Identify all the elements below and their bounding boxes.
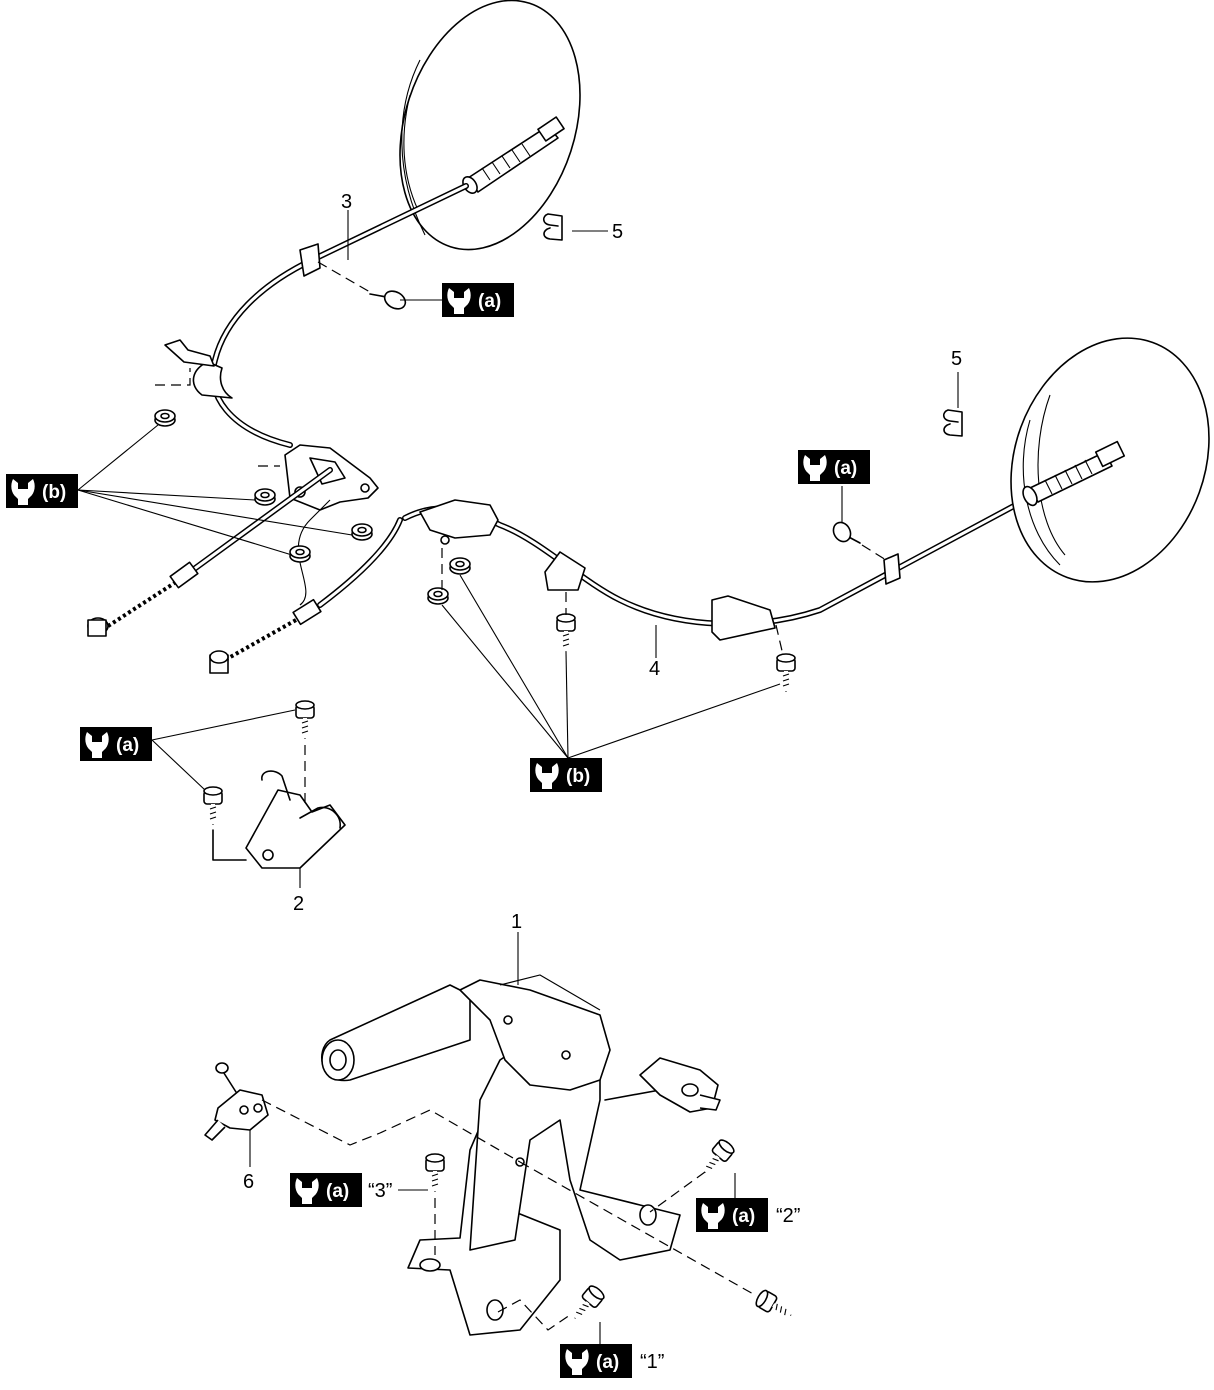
torque-badge-a-2: (a) xyxy=(696,1198,768,1232)
label-part-3: 3 xyxy=(341,191,352,213)
clip-5-lower xyxy=(942,409,963,437)
svg-text:(a): (a) xyxy=(732,1206,755,1227)
svg-text:(a): (a) xyxy=(596,1352,619,1373)
label-part-1: 1 xyxy=(511,911,522,933)
cable-end-boot-4 xyxy=(1022,440,1126,507)
torque-badge-b-left: (b) xyxy=(6,474,78,508)
lever-bolt-1 xyxy=(566,1281,608,1326)
front-cable-upper xyxy=(87,467,333,637)
cable-equalizer-bracket xyxy=(284,444,379,511)
cable-3 xyxy=(164,183,469,448)
part-2-bracket xyxy=(245,770,346,880)
svg-text:(a): (a) xyxy=(326,1181,349,1202)
order-label-1: “1” xyxy=(640,1351,664,1373)
label-part-4: 4 xyxy=(649,658,660,680)
fastener-b3 xyxy=(351,523,373,541)
fastener-b7 xyxy=(555,612,577,653)
label-part-2: 2 xyxy=(293,893,304,915)
fastener-b5 xyxy=(449,557,471,575)
svg-text:(a): (a) xyxy=(478,291,501,312)
front-cable-lower xyxy=(209,499,403,674)
part-6-switch xyxy=(204,1062,269,1160)
cable-end-boot-3 xyxy=(462,116,565,194)
torque-badge-a-3: (a) xyxy=(290,1173,362,1207)
label-part-5-lower: 5 xyxy=(951,348,962,370)
svg-text:(b): (b) xyxy=(42,482,66,503)
cable-3-bolt xyxy=(369,290,407,310)
cable-4 xyxy=(402,489,1043,641)
part-1-lever-assembly xyxy=(321,974,721,1336)
order-label-2: “2” xyxy=(776,1205,800,1227)
lever-bolt-loose xyxy=(751,1286,798,1325)
torque-badge-a-part2: (a) xyxy=(80,727,152,761)
leader-lines-b-left xyxy=(77,424,353,556)
part-2-bolt-lower xyxy=(202,785,224,826)
fastener-b8 xyxy=(775,652,797,693)
part-2-bolt-upper xyxy=(294,699,316,740)
svg-text:(a): (a) xyxy=(116,735,139,756)
label-part-5-upper: 5 xyxy=(612,221,623,243)
fastener-b6 xyxy=(427,587,449,605)
fastener-b2 xyxy=(254,488,276,506)
brake-drum-left xyxy=(399,0,581,251)
torque-badge-a-cable3: (a) xyxy=(442,283,514,317)
fastener-b4 xyxy=(289,545,311,563)
torque-badge-a-cable4: (a) xyxy=(798,450,870,484)
clip-5-upper xyxy=(542,213,563,241)
svg-text:(b): (b) xyxy=(566,766,590,787)
leader-lines-b-center xyxy=(441,574,781,759)
leader-lines-a-part2 xyxy=(151,709,296,791)
lever-bolt-3 xyxy=(424,1152,446,1193)
torque-badge-b-center: (b) xyxy=(530,758,602,792)
lever-bolt-2 xyxy=(696,1135,738,1180)
fastener-b1 xyxy=(154,409,176,427)
cable-4-bolt xyxy=(832,521,861,544)
torque-badge-a-1: (a) xyxy=(560,1344,632,1378)
order-label-3: “3” xyxy=(368,1180,392,1202)
svg-text:(a): (a) xyxy=(834,458,857,479)
label-part-6: 6 xyxy=(243,1171,254,1193)
